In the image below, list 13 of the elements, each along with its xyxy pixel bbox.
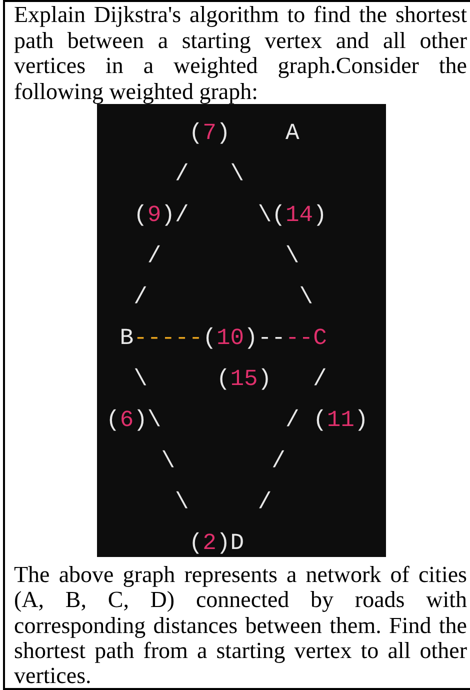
description-text: The above graph represents a network of cities (A, B, C, D) connected by roads with corresponding distances between them. Find the shortest path from a starting vertex to all other vertices. [14,562,467,688]
code-line: (9)/ \(14) [134,202,327,228]
code-line: / \ [134,284,314,310]
code-line: \ / [161,448,286,474]
code-line: / \ [175,160,244,186]
code-line: \ (15) / [134,366,327,392]
code-line: / \ [147,242,300,268]
code-line: (6)\ / (11) [106,406,368,432]
code-line: (7) A [188,120,300,146]
code-line: B-----(10)----C [120,324,327,350]
code-line: (2)D [188,530,244,556]
question-text: Explain Dijkstra's algorithm to find the shortest path between a starting vertex and all other vertices in a weighted graph.Consider the following weighted graph: [14,2,467,104]
code-line: \ / [175,488,272,514]
